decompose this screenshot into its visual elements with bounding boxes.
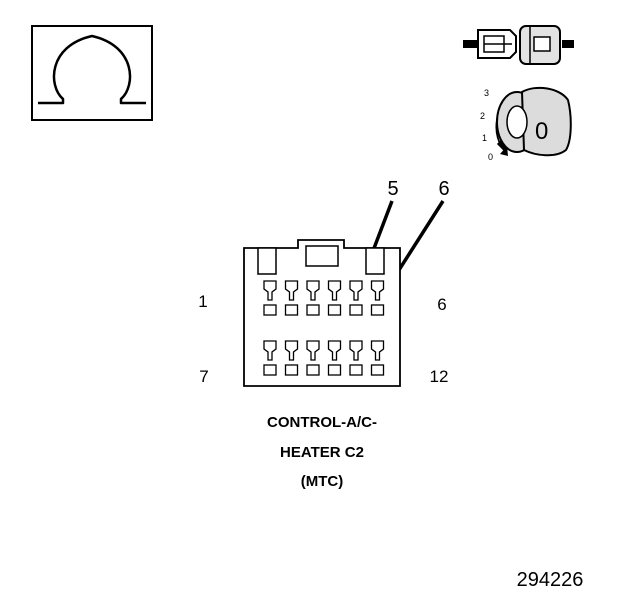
connector-lock-tab <box>305 245 339 267</box>
key-position-2: 2 <box>480 111 485 121</box>
callout-pin-5: 5 <box>387 178 398 200</box>
cavity-pin-7 <box>263 340 277 376</box>
cavity-pin-5 <box>349 280 363 316</box>
cavity-pin-2 <box>284 280 299 316</box>
connector-plug-icon <box>463 25 574 65</box>
figure-number: 294226 <box>517 569 584 591</box>
key-position-1: 1 <box>482 133 487 143</box>
ignition-key-icon: 3 2 1 0 0 <box>480 86 572 162</box>
ohmmeter-symbol <box>31 25 153 121</box>
cavity-pin-8 <box>284 340 299 376</box>
connector-caption-line-1: CONTROL-A/C- <box>267 414 377 431</box>
callout-pin-6: 6 <box>438 178 449 200</box>
connector-cavities <box>263 280 385 376</box>
connector-caption-line-2: HEATER C2 <box>280 444 364 461</box>
cavity-pin-12 <box>370 340 385 376</box>
cavity-pin-6 <box>370 280 385 316</box>
cavity-pin-10 <box>327 340 342 376</box>
pin-number-6: 6 <box>437 295 446 314</box>
key-position-0: 0 <box>488 152 493 162</box>
ohmmeter-frame <box>31 25 153 121</box>
ohmmeter-icon <box>38 34 146 105</box>
key-position-indicator: 0 <box>535 118 548 145</box>
cavity-pin-9 <box>306 340 320 376</box>
connector-latch-left <box>257 247 277 275</box>
cavity-pin-4 <box>327 280 342 316</box>
pin-number-1: 1 <box>198 292 207 311</box>
connector-latch-right <box>365 247 385 275</box>
cavity-pin-11 <box>349 340 363 376</box>
cavity-pin-1 <box>263 280 277 316</box>
key-position-3: 3 <box>484 88 489 98</box>
pin-number-7: 7 <box>199 367 208 386</box>
connector-caption-line-3: (MTC) <box>301 473 343 490</box>
pin-number-12: 12 <box>430 367 449 386</box>
cavity-pin-3 <box>306 280 320 316</box>
